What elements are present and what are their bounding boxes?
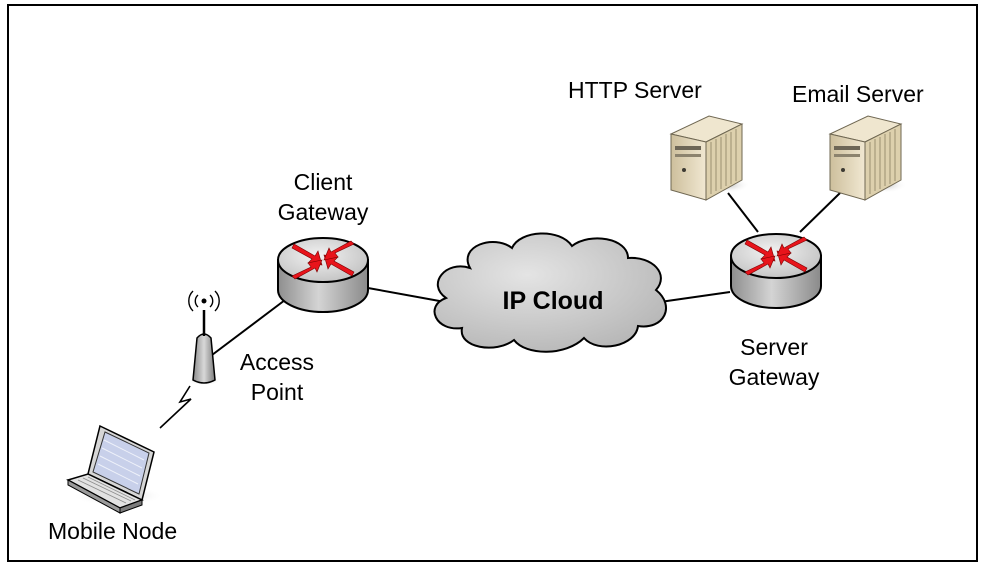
access-point-icon <box>187 290 221 385</box>
link-http-server-server-gateway <box>727 192 759 233</box>
ip-cloud-icon: IP Cloud <box>433 232 667 353</box>
ip-cloud-label: IP Cloud <box>503 287 604 315</box>
link-ip-cloud-server-gateway <box>659 291 731 303</box>
access-point-label-line2: Point <box>250 379 304 405</box>
laptop-icon <box>66 424 163 514</box>
email-server-label: Email Server <box>792 81 924 107</box>
server-gateway-label-line1: Server <box>740 334 808 360</box>
link-email-server-server-gateway <box>799 192 841 233</box>
server-gateway-label: Server Gateway <box>714 332 834 392</box>
email-server-icon <box>828 115 907 201</box>
link-client-gateway-ip-cloud <box>367 287 446 303</box>
http-server-label: HTTP Server <box>568 77 702 103</box>
client-gateway-label: Client Gateway <box>268 167 378 227</box>
client-gateway-router-icon <box>277 237 369 313</box>
links <box>211 192 841 356</box>
wireless-link-icon <box>159 385 192 429</box>
http-server-icon <box>669 115 750 201</box>
access-point-label-line1: Access <box>239 349 315 375</box>
client-gateway-label-line1: Client <box>293 169 353 195</box>
mobile-node-label: Mobile Node <box>48 518 178 544</box>
client-gateway-label-line2: Gateway <box>277 199 369 225</box>
server-gateway-label-line2: Gateway <box>728 364 820 390</box>
diagram-frame <box>7 4 978 562</box>
server-gateway-router-icon <box>730 233 822 309</box>
link-access-point-client-gateway <box>211 299 286 356</box>
access-point-label: Access Point <box>222 347 332 407</box>
